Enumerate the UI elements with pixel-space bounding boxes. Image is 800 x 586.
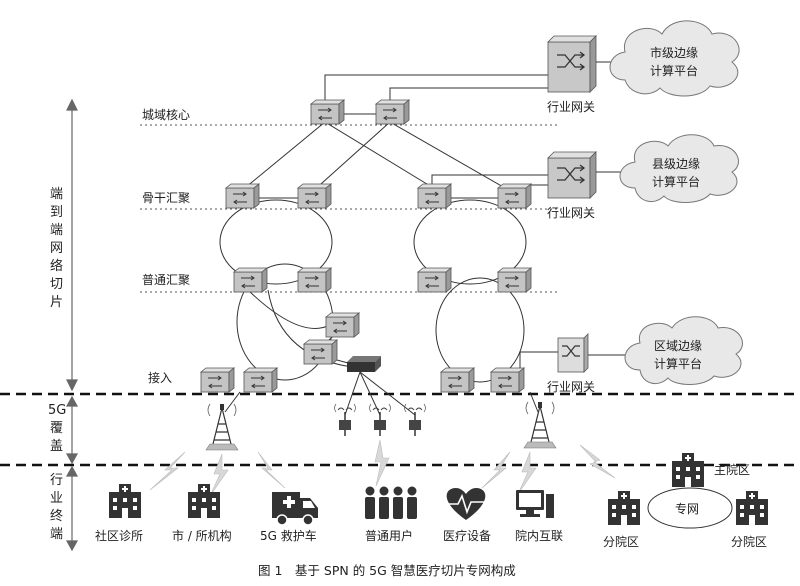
branch-left-icon: [608, 491, 640, 525]
router-agg-2-icon: [297, 267, 332, 293]
cloud-district-icon: [624, 316, 743, 385]
router-backbone-3-icon: [417, 183, 452, 209]
gateway-county-label: 行业网关: [547, 206, 595, 220]
layer-label-backbone-agg: 骨干汇聚: [142, 191, 190, 205]
ambulance-icon: [272, 492, 318, 526]
e2e-slice-label: 端 到 端 网 络 切 片: [50, 187, 63, 310]
main-campus-icon: [672, 453, 704, 487]
svg-text:端: 端: [50, 223, 63, 238]
svg-text:端: 端: [50, 527, 63, 542]
router-backbone-1-icon: [225, 183, 260, 209]
router-agg-1-icon: [233, 267, 268, 293]
ambulance-label: 5G 救护车: [260, 528, 317, 543]
svg-text:端: 端: [50, 187, 63, 202]
main-campus-label: 主院区: [714, 463, 750, 477]
router-core-2-icon: [375, 99, 410, 125]
network-links: [219, 74, 558, 416]
hospital-interconnect-icon: [516, 490, 554, 518]
router-core-1-icon: [310, 99, 345, 125]
svg-text:切: 切: [50, 277, 63, 292]
wireless-link-bolts: [149, 439, 616, 497]
svg-text:业: 业: [50, 491, 63, 506]
normal-user-icon: [365, 486, 417, 519]
small-cell-1-icon: [337, 407, 353, 437]
router-agg-4-icon: [497, 267, 532, 293]
city-institution-icon: [188, 484, 220, 518]
gateway-district-label: 行业网关: [547, 380, 595, 394]
gateway-city-label: 行业网关: [547, 100, 595, 114]
small-cell-aggregator-icon: [347, 356, 381, 372]
base-station-right-icon: [523, 401, 557, 449]
coverage-5g-label: 5G 覆 盖: [48, 403, 66, 454]
community-clinic-label: 社区诊所: [95, 528, 143, 543]
hospital-interconnect-label: 院内互联: [515, 529, 563, 543]
cloud-district-line1: 区域边缘: [654, 339, 702, 353]
svg-text:行: 行: [50, 473, 63, 488]
community-clinic-icon: [109, 484, 141, 518]
gateway-city-icon: [547, 35, 597, 93]
svg-text:片: 片: [50, 295, 63, 310]
small-cell-3-icon: [407, 407, 423, 437]
layer-label-access: 接入: [148, 370, 172, 385]
router-access-1-icon: [200, 367, 235, 393]
city-institution-label: 市 / 所机构: [172, 528, 232, 543]
svg-text:终: 终: [50, 508, 63, 524]
branch-right-label: 分院区: [731, 535, 767, 549]
router-access-3-icon: [440, 367, 475, 393]
router-access-2-icon: [243, 367, 278, 393]
svg-text:5G: 5G: [48, 403, 66, 418]
cloud-county-line2: 计算平台: [652, 174, 700, 189]
svg-text:到: 到: [50, 205, 63, 220]
private-net-ellipse: [647, 487, 733, 529]
cloud-city-icon: [609, 20, 740, 97]
section-separators: [0, 392, 800, 467]
cloud-county-line1: 县级边缘: [652, 157, 700, 171]
svg-text:络: 络: [50, 258, 63, 274]
cloud-city-line1: 市级边缘: [650, 45, 698, 60]
cloud-district-line2: 计算平台: [654, 356, 702, 371]
router-agg-3-icon: [417, 267, 452, 293]
cloud-city-line2: 计算平台: [650, 63, 698, 78]
industry-terminal-label: 行 业 终 端: [50, 473, 63, 542]
svg-text:网: 网: [50, 241, 63, 256]
small-cell-2-icon: [372, 407, 388, 437]
svg-text:覆: 覆: [50, 421, 63, 436]
branch-right-icon: [736, 491, 768, 525]
base-station-left-icon: [205, 403, 239, 451]
left-axis-arrows: [65, 98, 79, 552]
radio-wave-marks: [207, 401, 555, 417]
layer-label-normal-agg: 普通汇聚: [142, 273, 190, 287]
router-backbone-2-icon: [297, 183, 332, 209]
cloud-county-icon: [619, 134, 739, 203]
medical-device-icon: [446, 488, 486, 520]
svg-text:盖: 盖: [50, 439, 63, 454]
layer-divider-lines: [140, 124, 565, 293]
gateway-district-icon: [557, 333, 589, 373]
medical-device-label: 医疗设备: [443, 529, 491, 543]
layer-label-metro-core: 城域核心: [142, 108, 190, 122]
router-backbone-4-icon: [497, 183, 532, 209]
router-access-4-icon: [490, 367, 525, 393]
normal-user-label: 普通用户: [365, 528, 413, 543]
private-net-label: 专网: [675, 501, 699, 516]
figure-caption: 图 1 基于 SPN 的 5G 智慧医疗切片专网构成: [258, 563, 516, 578]
branch-left-label: 分院区: [603, 535, 639, 549]
router-access-mid-2-icon: [303, 339, 338, 365]
gateway-county-icon: [547, 151, 597, 199]
router-access-mid-1-icon: [325, 312, 360, 338]
